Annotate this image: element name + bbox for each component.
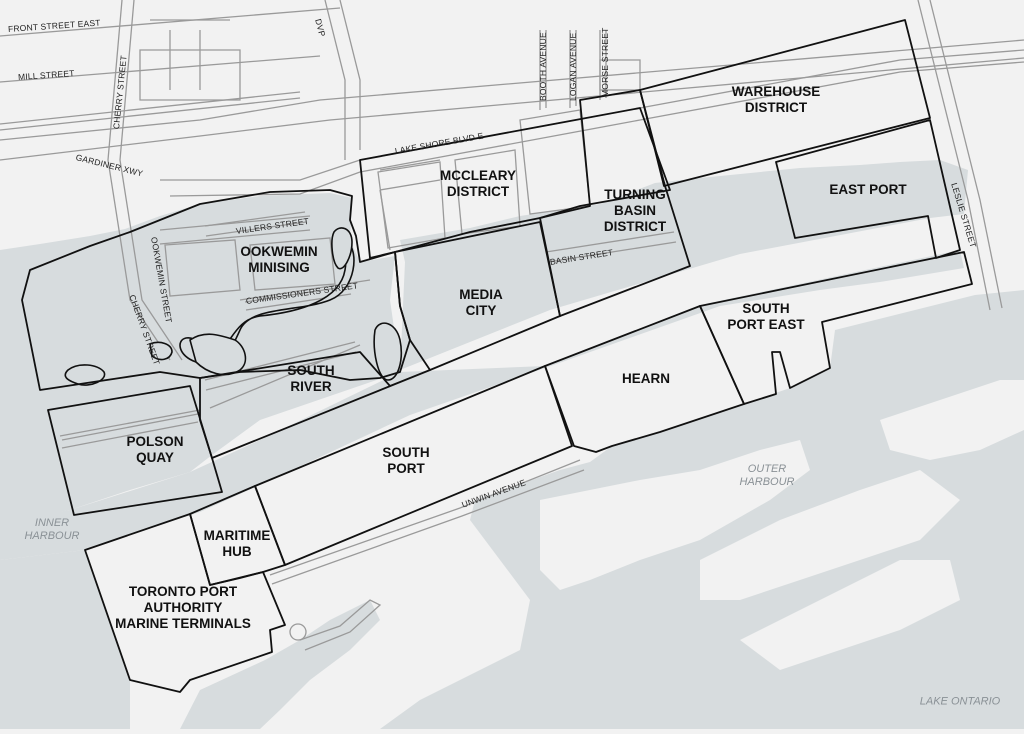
label-south-port-east: SOUTH PORT EAST: [727, 301, 804, 333]
gardiner-line-1: [0, 39, 1024, 141]
leslie-line-2: [929, 0, 1003, 309]
street-network: [0, 0, 1024, 651]
inner-harbour-water: [0, 160, 968, 520]
river-pond-4: [149, 341, 173, 361]
label-line: MCCLEARY: [440, 168, 516, 183]
label-line: OOKWEMIN: [240, 244, 318, 259]
spit-1: [540, 440, 810, 590]
outline-south-port-east: [699, 251, 973, 405]
label-line: HEARN: [621, 371, 671, 386]
channel-water: [0, 250, 964, 560]
villers-lines: [204, 211, 307, 237]
label-line: OUTER: [747, 463, 787, 475]
label-line: MEDIA: [459, 287, 503, 302]
spit-2: [700, 470, 960, 600]
label-east-port: EAST PORT: [829, 182, 906, 198]
label-line: TURNING: [604, 187, 666, 202]
outline-turning-basin: [539, 89, 691, 317]
label-south-river: SOUTH RIVER: [287, 363, 334, 395]
label-line: LAKE ONTARIO: [919, 695, 1001, 708]
label-line: AUTHORITY: [143, 600, 223, 615]
label-line: QUAY: [136, 450, 174, 465]
label-mccleary-district: MCCLEARY DISTRICT: [440, 168, 516, 200]
unwin-line-2: [271, 469, 585, 585]
polson-lines: [61, 413, 199, 449]
label-toronto-port-authority: TORONTO PORT AUTHORITY MARINE TERMINALS: [115, 584, 251, 632]
street-label-morse-street: MORSE STREET: [600, 27, 610, 97]
lower-harbour-water: [0, 550, 130, 729]
spit-4: [880, 380, 1024, 460]
unwin-line-1: [269, 459, 581, 576]
street-label-logan-avenue: LOGAN AVENUE: [568, 32, 578, 101]
gardiner-line-2: [0, 57, 1024, 161]
label-line: WAREHOUSE: [731, 84, 821, 99]
label-line: TORONTO PORT: [128, 584, 238, 599]
label-line: HARBOUR: [739, 476, 795, 488]
label-line: SOUTH: [382, 445, 430, 460]
label-media-city: MEDIA CITY: [459, 287, 503, 319]
label-hearn: HEARN: [622, 371, 670, 387]
label-line: SOUTH: [742, 301, 790, 316]
south-road: [299, 599, 382, 651]
label-south-port: SOUTH PORT: [382, 445, 429, 477]
label-inner-harbour: INNER HARBOUR: [24, 517, 79, 543]
district-outlines: [21, 19, 973, 693]
dvp-line-2: [339, 0, 361, 150]
lakeshore-line-2: [169, 61, 1024, 197]
roundabout: [289, 623, 307, 641]
label-line: MARITIME: [203, 528, 271, 543]
label-line: BASIN: [613, 203, 656, 218]
label-maritime-hub: MARITIME HUB: [204, 528, 271, 560]
outline-hearn: [544, 305, 745, 453]
river-pond-2: [373, 322, 403, 381]
label-line: MINISING: [248, 260, 310, 275]
railway-line-2: [0, 97, 301, 131]
outline-tpa: [84, 513, 286, 693]
outline-polson: [47, 385, 223, 516]
river-pond-3: [64, 364, 106, 386]
label-line: CITY: [465, 303, 497, 318]
label-line: DISTRICT: [446, 184, 510, 199]
railway-line-1: [0, 91, 301, 125]
label-line: PORT EAST: [727, 317, 805, 332]
street-label-booth-avenue: BOOTH AVENUE: [538, 32, 548, 101]
label-line: RIVER: [290, 379, 332, 394]
booth-line: [539, 30, 547, 110]
logan-line: [569, 30, 577, 108]
river-pond-1: [331, 227, 353, 270]
label-line: INNER: [34, 517, 70, 529]
label-line: DISTRICT: [744, 100, 808, 115]
outer-landforms: [540, 380, 1024, 670]
cherry-street-line-1: [107, 0, 171, 361]
label-lake-ontario: LAKE ONTARIO: [920, 696, 1000, 709]
label-line: HUB: [222, 544, 252, 559]
front-street-line: [0, 7, 341, 37]
river: [64, 227, 403, 386]
mill-street-line: [0, 55, 321, 83]
label-outer-harbour: OUTER HARBOUR: [739, 463, 794, 489]
basin-street-lines: [545, 231, 677, 263]
ookwemin-blocks: [164, 237, 336, 297]
label-ookwemin-minising: OOKWEMIN MINISING: [240, 244, 317, 276]
cherry-street-line-2: [119, 0, 183, 361]
dvp-line-1: [324, 0, 346, 160]
label-line: PORT: [387, 461, 425, 476]
label-line: EAST PORT: [829, 182, 907, 197]
river-mouth: [189, 333, 247, 376]
leslie-line-1: [917, 0, 991, 311]
label-line: MARINE TERMINALS: [115, 616, 251, 631]
spit-3: [740, 560, 960, 670]
label-line: HARBOUR: [24, 530, 80, 542]
label-warehouse-district: WAREHOUSE DISTRICT: [732, 84, 821, 116]
label-line: SOUTH: [287, 363, 335, 378]
south-water: [180, 600, 380, 729]
label-turning-basin-district: TURNING BASIN DISTRICT: [604, 187, 666, 235]
label-line: DISTRICT: [603, 219, 667, 234]
label-line: POLSON: [126, 434, 184, 449]
label-polson-quay: POLSON QUAY: [126, 434, 183, 466]
